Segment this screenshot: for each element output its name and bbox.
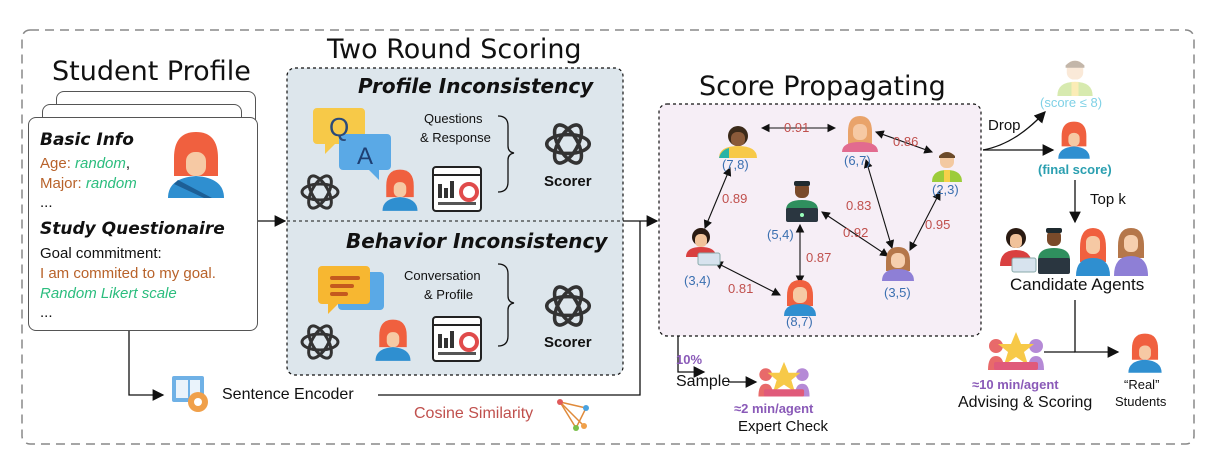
student-icon-small-1 [382,169,418,211]
scorer-label-2: Scorer [544,334,592,351]
node-label: (6,7) [844,153,871,168]
edge-weight: 0.81 [728,281,754,296]
candidate-agents-icons [1000,228,1148,276]
node-label: (3,5) [884,285,911,300]
q-letter: Q [329,112,349,142]
node-avatar-54 [786,181,818,222]
age-line: Age: random, [40,154,130,173]
node-avatar-87 [784,280,816,316]
edge-weight: 0.83 [846,198,872,213]
profile-card [28,117,258,331]
node-label: (3,4) [684,273,711,288]
top-k-label: Top k [1090,191,1126,208]
basic-info-heading: Basic Info [40,130,134,150]
node-avatar-23 [932,152,962,182]
dropped-agent-icon [1057,60,1093,96]
study-questionaire-heading: Study Questionaire [40,219,225,239]
scorer-label-1: Scorer [544,173,592,190]
advising-scoring-label: Advising & Scoring [958,394,1093,411]
node-avatar-67 [842,116,878,152]
age-label: Age: [40,155,71,172]
graph-edges [703,123,941,296]
node-label: (8,7) [786,314,813,329]
node-label: (7,8) [722,157,749,172]
advising-time: ≈10 min/agent [972,377,1059,392]
candidate-agents-label: Candidate Agents [1010,275,1145,294]
sample-label: Sample [676,373,731,390]
final-score-label: (final score) [1038,162,1112,177]
score-le-8: (score ≤ 8) [1040,95,1103,110]
student-icon-small-2 [375,319,411,361]
response-text: & Response [420,130,491,145]
goal-commitment: Goal commitment: [40,245,162,262]
node-avatar-34 [686,228,721,266]
similarity-icon [557,399,589,431]
student-profile-title: Student Profile [52,56,251,87]
expert-check-label: Expert Check [738,418,829,435]
students-label: Students [1115,394,1167,409]
commit-statement: I am commited to my goal. [40,265,216,282]
real-student-icon [1128,333,1162,373]
advising-award-icon [988,332,1044,370]
ten-percent: 10% [676,352,703,367]
scorer-logo-icon-1 [544,123,592,165]
score-propagating-title: Score Propagating [699,71,946,102]
node-avatar-78 [719,126,757,158]
expert-time: ≈2 min/agent [734,401,814,416]
profile-text: & Profile [424,287,474,302]
expert-award-icon [758,361,810,397]
node-label: (5,4) [767,227,794,242]
major-line: Major: random [40,174,137,193]
node-avatar-35 [882,247,914,281]
age-value: random [75,155,126,172]
edge-weight: 0.89 [722,191,748,206]
major-label: Major: [40,175,82,192]
major-value: random [85,175,137,192]
age-comma: , [125,155,131,172]
ellipsis-2: ... [40,304,53,321]
dashboard-icon-1 [432,166,482,212]
sentence-encoder-label: Sentence Encoder [222,386,354,403]
final-agent-icon [1058,121,1090,159]
cosine-similarity-label: Cosine Similarity [414,405,534,422]
llm-logo-icon-1 [300,174,340,210]
llm-logo-icon-2 [300,324,340,360]
drop-label: Drop [988,117,1021,134]
node-label: (2,3) [932,182,959,197]
a-letter: A [357,143,373,170]
outer-dashed-frame [21,29,1195,445]
qa-bubbles-icon: Q A [313,108,391,180]
scorer-logo-icon-2 [544,285,592,327]
conversation-text: Conversation [404,268,481,283]
sentence-encoder-icon [172,376,208,412]
behavior-inconsistency-title: Behavior Inconsistency [346,229,608,253]
profile-inconsistency-title: Profile Inconsistency [358,74,594,98]
edge-weight: 0.86 [893,134,919,149]
dashboard-icon-2 [432,316,482,362]
likert-scale: Random Likert scale [40,285,177,302]
edge-weight: 0.91 [784,120,810,135]
student-avatar-icon [168,132,224,198]
questions-text: Questions [424,111,483,126]
ellipsis-1: ... [40,194,53,211]
edge-weight: 0.92 [843,225,869,240]
real-label: “Real” [1124,377,1160,392]
two-round-scoring-title: Two Round Scoring [327,34,582,65]
conversation-bubbles-icon [318,266,384,314]
edge-weight: 0.87 [806,250,832,265]
edge-weight: 0.95 [925,217,951,232]
